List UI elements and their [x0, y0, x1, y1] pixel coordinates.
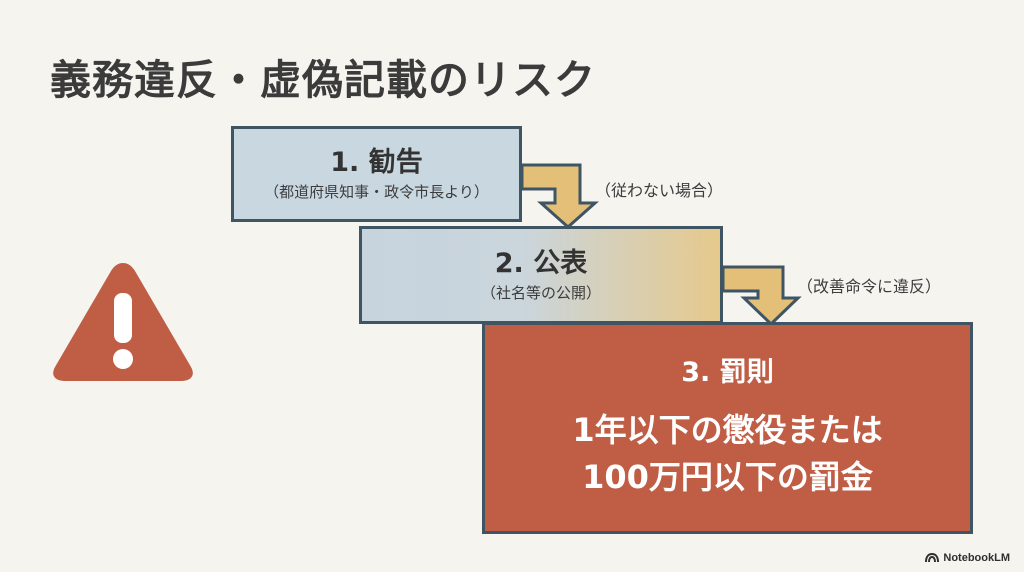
transition-label-2: （改善命令に違反） [797, 277, 942, 296]
arrow-step-1-to-2 [520, 163, 599, 230]
step-title-publication: 2. 公表 [494, 247, 588, 279]
brand-name: NotebookLM [943, 552, 1010, 564]
slide-title: 義務違反・虚偽記載のリスク [50, 56, 596, 104]
warning-icon [53, 263, 193, 381]
step-subtitle-publication: （社名等の公開） [480, 284, 601, 303]
step-subtitle-advice: （都道府県知事・政令市長より） [264, 183, 489, 202]
brand-watermark: NotebookLM [925, 552, 1010, 564]
step-card-advice: 1. 勧告 （都道府県知事・政令市長より） [231, 126, 522, 222]
step-title-penalty: 3. 罰則 [681, 356, 774, 388]
step-title-advice: 1. 勧告 [330, 146, 423, 178]
transition-label-1: （従わない場合） [595, 181, 724, 200]
arrow-step-2-to-3 [721, 265, 802, 327]
step-card-publication: 2. 公表 （社名等の公開） [359, 226, 723, 324]
penalty-line-imprisonment: 1年以下の懲役または [572, 411, 883, 450]
notebooklm-icon [925, 553, 940, 563]
penalty-line-fine: 100万円以下の罰金 [582, 457, 873, 496]
step-card-penalty: 3. 罰則 1年以下の懲役または 100万円以下の罰金 [482, 322, 973, 534]
